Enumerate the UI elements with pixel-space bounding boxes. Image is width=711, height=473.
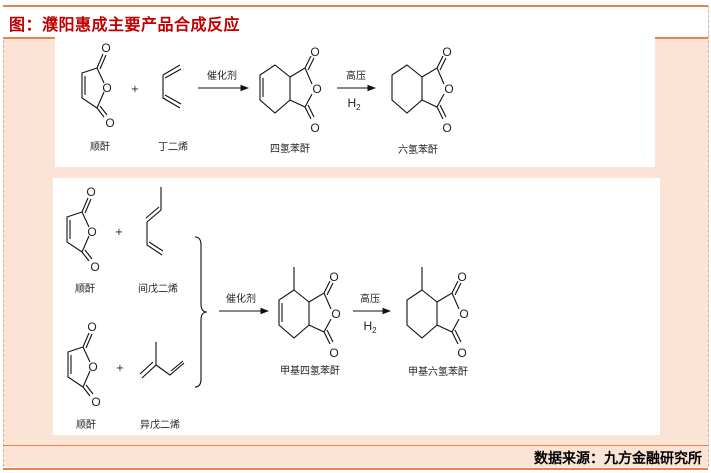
label-methyl-thpa: 甲基四氢苯酐 xyxy=(280,364,340,377)
methyl-thpa-structure xyxy=(279,267,341,360)
plus-sign-b: + xyxy=(116,363,124,374)
plus-sign: + xyxy=(131,84,139,95)
label-isoprene: 异戊二烯 xyxy=(140,418,180,431)
butadiene-structure xyxy=(162,64,182,109)
label-maleic-anhydride-b: 顺酐 xyxy=(76,419,96,431)
right-brace xyxy=(194,236,208,388)
source-note: 数据来源：九方金融研究所 xyxy=(534,451,702,467)
label-thpa: 四氢苯酐 xyxy=(270,142,310,155)
label-high-pressure: 高压 xyxy=(346,69,366,82)
label-hhpa: 六氢苯酐 xyxy=(398,143,438,156)
piperylene-structure xyxy=(145,187,164,256)
footer-bar: 数据来源：九方金融研究所 xyxy=(3,445,708,470)
tetrahydrophthalic-anhydride-structure xyxy=(260,45,322,135)
figure-title: 图：濮阳惠成主要产品合成反应 xyxy=(9,15,241,34)
reaction-panel-1 xyxy=(55,33,655,167)
reaction-panel-2 xyxy=(53,178,660,435)
label-catalyst-2: 催化剂 xyxy=(226,292,256,305)
maleic-anhydride-structure-a xyxy=(66,184,101,275)
plus-sign-a: + xyxy=(115,227,123,238)
label-butadiene: 丁二烯 xyxy=(158,140,188,153)
maleic-anhydride-structure-b xyxy=(67,319,102,410)
label-catalyst: 催化剂 xyxy=(207,69,237,82)
maleic-anhydride-structure xyxy=(81,40,116,131)
label-maleic-anhydride: 顺酐 xyxy=(90,141,110,153)
label-methyl-hhpa: 甲基六氢苯酐 xyxy=(408,365,468,378)
label-h2: H2 xyxy=(347,96,361,112)
isoprene-structure xyxy=(139,342,185,379)
label-high-pressure-2: 高压 xyxy=(360,292,380,305)
hexahydrophthalic-anhydride-structure xyxy=(392,45,454,135)
label-maleic-anhydride-a: 顺酐 xyxy=(75,283,95,295)
label-piperylene: 间戊二烯 xyxy=(138,282,178,295)
methyl-hhpa-structure xyxy=(407,267,469,360)
label-h2-2: H2 xyxy=(363,319,377,335)
